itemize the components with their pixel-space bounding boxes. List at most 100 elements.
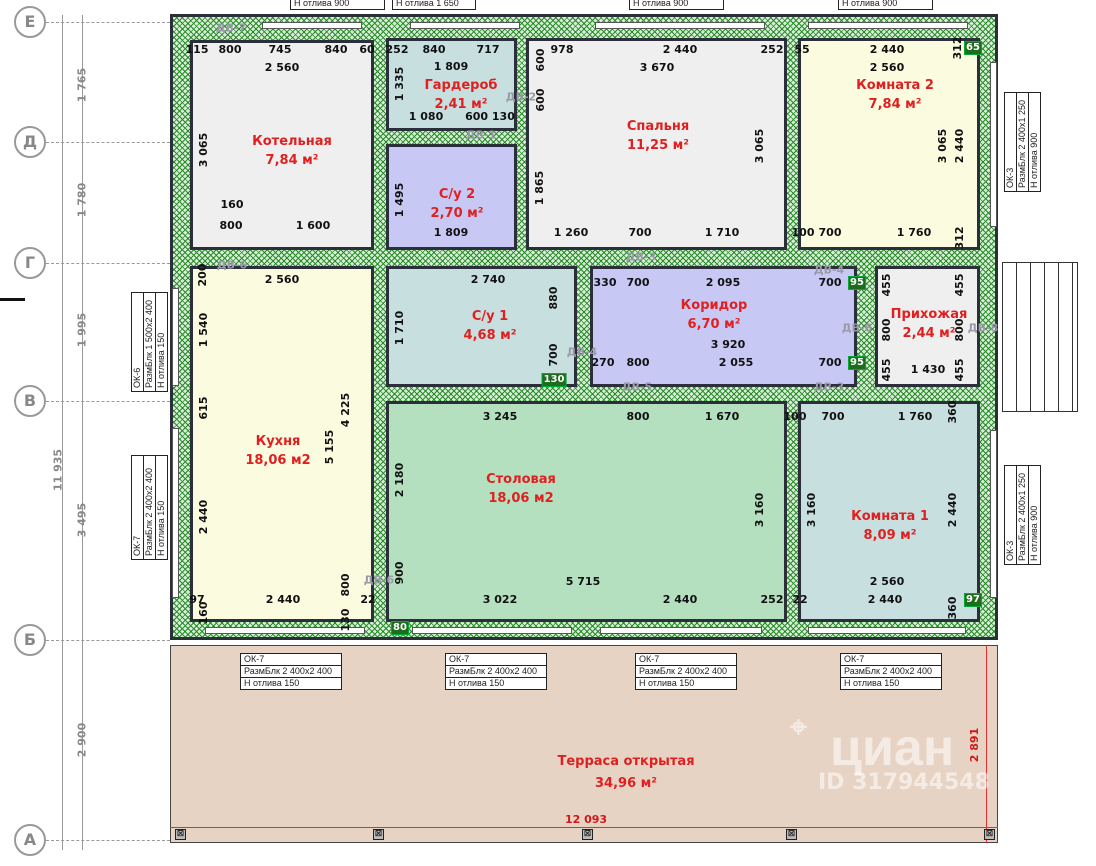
dim-label: 1 335 bbox=[393, 66, 406, 102]
dim-label: 3 160 bbox=[805, 492, 818, 528]
dim-label: 455 bbox=[953, 273, 966, 297]
dim-label: 455 bbox=[880, 358, 893, 382]
dim-label: 2 440 bbox=[869, 43, 905, 56]
dim-badge: 95 bbox=[848, 276, 866, 290]
dim-label: 97 bbox=[189, 593, 205, 606]
dim-label: 3 245 bbox=[482, 410, 518, 423]
dim-label: 3 065 bbox=[753, 128, 766, 164]
door-label: ДВ-3 bbox=[813, 380, 845, 394]
dim-label: 2 440 bbox=[662, 593, 698, 606]
room-spalnya bbox=[526, 38, 787, 250]
dim-label: 455 bbox=[953, 358, 966, 382]
room-prihozhaya bbox=[875, 266, 980, 387]
dim-label: 2 740 bbox=[470, 273, 506, 286]
dim-label: 1 760 bbox=[897, 410, 933, 423]
dim-label: 252 bbox=[760, 43, 784, 56]
dim-badge: 130 bbox=[541, 373, 567, 387]
window bbox=[808, 627, 966, 634]
column-icon: ⊠ bbox=[984, 829, 995, 840]
axis-marker-a: А bbox=[14, 824, 46, 856]
dim-label: 700 bbox=[818, 356, 842, 369]
axis-dim: 2 900 bbox=[75, 722, 89, 758]
door-label: ДВ-6 bbox=[216, 258, 248, 272]
dim-label: 252 bbox=[760, 593, 784, 606]
dim-label: 1 670 bbox=[704, 410, 740, 423]
dim-label: 2 055 bbox=[718, 356, 754, 369]
dim-label: 3 920 bbox=[710, 338, 746, 351]
dim-label: 330 bbox=[593, 276, 617, 289]
dim-label: 1 710 bbox=[393, 310, 406, 346]
dim-label: 252 bbox=[385, 43, 409, 56]
dim-label: 1 865 bbox=[533, 170, 546, 206]
dim-label: 160 bbox=[220, 198, 244, 211]
window bbox=[595, 22, 765, 29]
dim-label: 2 440 bbox=[197, 499, 210, 535]
room-kotelnaya bbox=[190, 40, 374, 250]
window-tag-top: Н отлива 900 bbox=[838, 0, 933, 10]
axis-marker-e: Е bbox=[14, 6, 46, 38]
room-komnata1 bbox=[798, 401, 980, 622]
window bbox=[990, 62, 997, 227]
axis-marker-b: Б bbox=[14, 624, 46, 656]
dim-label: 2 560 bbox=[264, 273, 300, 286]
room-stolovaya bbox=[386, 401, 787, 622]
dim-label: 800 bbox=[953, 318, 966, 342]
axis-dim: 1 765 bbox=[75, 67, 89, 103]
door-label: ДВ-7 bbox=[215, 21, 247, 35]
dim-label: 360 bbox=[946, 400, 959, 424]
terrace-depth-dim: 2 891 bbox=[968, 727, 981, 763]
dim-label: 3 065 bbox=[936, 128, 949, 164]
dim-label: 115 bbox=[185, 43, 209, 56]
dim-label: 2 095 bbox=[705, 276, 741, 289]
dim-label: 60 bbox=[359, 43, 375, 56]
dim-label: 1 809 bbox=[433, 60, 469, 73]
dim-label: 360 bbox=[946, 596, 959, 620]
dim-label: 615 bbox=[197, 396, 210, 420]
window bbox=[172, 428, 179, 598]
axis-dim: 1 780 bbox=[75, 182, 89, 218]
dim-label: 1 495 bbox=[393, 182, 406, 218]
door-label: ДВ-4 bbox=[813, 263, 845, 277]
dim-label: 2 440 bbox=[953, 128, 966, 164]
window bbox=[205, 627, 365, 634]
dim-label: 700 bbox=[547, 343, 560, 367]
window bbox=[990, 430, 997, 598]
dim-label: 1 710 bbox=[704, 226, 740, 239]
dim-label: 840 bbox=[422, 43, 446, 56]
dim-label: 745 bbox=[268, 43, 292, 56]
dim-label: 600 bbox=[534, 48, 547, 72]
dim-label: 1 540 bbox=[197, 312, 210, 348]
dim-label: 2 440 bbox=[662, 43, 698, 56]
dim-label: 700 bbox=[821, 410, 845, 423]
dim-label: 800 bbox=[626, 356, 650, 369]
window bbox=[808, 22, 968, 29]
axis-marker-g: Г bbox=[14, 247, 46, 279]
dim-label: 200 bbox=[196, 263, 209, 287]
dim-label: 800 bbox=[219, 219, 243, 232]
dim-badge: 80 bbox=[391, 621, 409, 635]
dim-label: 978 bbox=[550, 43, 574, 56]
axis-dim: 1 995 bbox=[75, 312, 89, 348]
dim-badge: 95 bbox=[848, 356, 866, 370]
dim-label: 1 080 bbox=[408, 110, 444, 123]
dim-label: 600 130 bbox=[465, 110, 515, 123]
dim-label: 455 bbox=[880, 273, 893, 297]
dim-label: 2 560 bbox=[869, 61, 905, 74]
door-label: ДВ-3 bbox=[625, 250, 657, 264]
room-kuhnya bbox=[190, 266, 374, 622]
door-label: ДВ-6 bbox=[841, 321, 873, 335]
dim-label: 100 bbox=[783, 410, 807, 423]
dim-label: 800 bbox=[880, 318, 893, 342]
dim-label: 700 bbox=[626, 276, 650, 289]
